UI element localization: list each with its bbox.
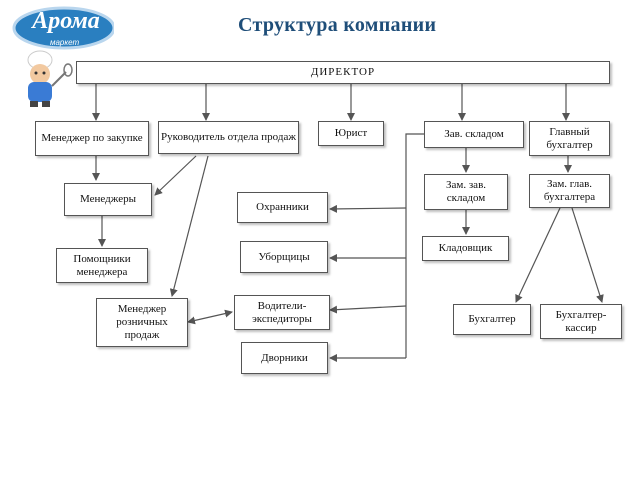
company-logo: Арома маркет — [4, 2, 116, 112]
node-retail-manager: Менеджер розничных продаж — [96, 298, 188, 347]
node-chief-accountant: Главный бухгалтер — [529, 121, 610, 156]
node-warehouse-head: Зав. складом — [424, 121, 524, 148]
node-guards: Охранники — [237, 192, 328, 223]
node-managers: Менеджеры — [64, 183, 152, 216]
arrow-bus-guards — [329, 204, 407, 213]
node-drivers: Водители-экспедиторы — [234, 295, 330, 330]
node-janitors: Дворники — [241, 342, 328, 374]
arrow-bus-drivers — [329, 305, 407, 314]
arrow-sales-managers — [154, 155, 197, 196]
node-director: ДИРЕКТОР — [76, 61, 610, 84]
logo-text: Арома — [32, 8, 100, 34]
node-cleaners: Уборщицы — [240, 241, 328, 273]
node-storekeeper: Кладовщик — [422, 236, 509, 261]
arrow-retail-drivers — [187, 309, 233, 325]
node-accountant-cashier: Бухгалтер-кассир — [540, 304, 622, 339]
node-accountant: Бухгалтер — [453, 304, 531, 335]
arrow-sales-retail — [169, 155, 209, 297]
node-head-sales: Руководитель отдела продаж — [158, 121, 299, 154]
arrow-deputy-accountant — [515, 207, 561, 303]
node-deputy-warehouse: Зам. зав. складом — [424, 174, 508, 210]
node-assistant-managers: Помощники менеджера — [56, 248, 148, 283]
logo-subtext: маркет — [50, 38, 80, 47]
page-title: Структура компании — [238, 14, 437, 36]
arrow-deputy-cashier — [571, 207, 604, 303]
warehouse-bus — [405, 133, 424, 358]
node-lawyer: Юрист — [318, 121, 384, 146]
node-deputy-chief-accountant: Зам. глав. бухгалтера — [529, 174, 610, 208]
node-manager-purchase: Менеджер по закупке — [35, 121, 149, 156]
